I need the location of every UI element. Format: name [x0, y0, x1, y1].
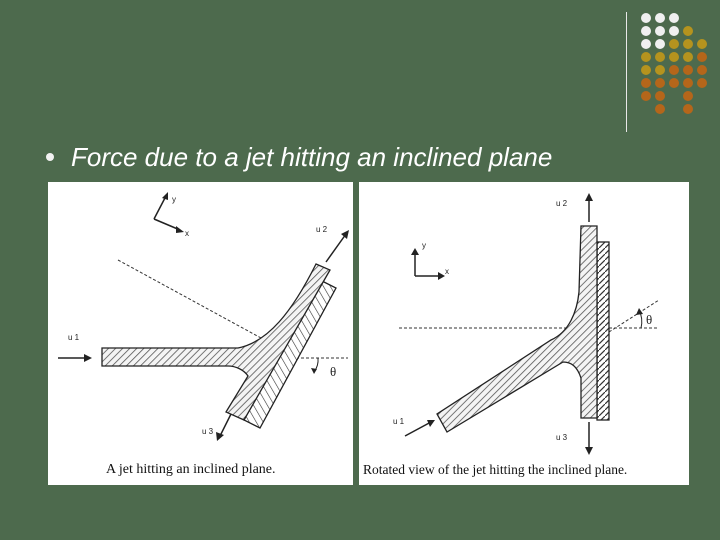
right-angle-label: θ — [646, 312, 652, 327]
left-up-flow-label: u 2 — [316, 225, 328, 234]
left-axis-x-label: x — [185, 229, 189, 238]
title-row: Force due to a jet hitting an inclined p… — [46, 140, 552, 174]
left-inflow-label: u 1 — [68, 333, 80, 342]
left-down-flow-label: u 3 — [202, 427, 214, 436]
left-figure-panel: y x u 1 u 2 u 3 θ A jet hitting an incli… — [48, 182, 353, 485]
slide-title: Force due to a jet hitting an inclined p… — [71, 141, 553, 172]
right-figure-diagram: y x u 1 u 2 u 3 θ — [393, 193, 660, 455]
left-figure-caption: A jet hitting an inclined plane. — [106, 462, 276, 477]
bullet-icon — [46, 153, 54, 161]
right-inflow-label: u 1 — [393, 417, 405, 426]
decorative-divider-line — [626, 12, 627, 132]
decorative-dot-grid — [641, 13, 707, 114]
right-axis-y-label: y — [422, 241, 426, 250]
right-figure-panel: y x u 1 u 2 u 3 θ Rotated view of the je… — [359, 182, 689, 485]
right-down-flow-label: u 3 — [556, 433, 568, 442]
left-angle-label: θ — [330, 364, 336, 379]
right-up-flow-label: u 2 — [556, 199, 568, 208]
right-axis-x-label: x — [445, 267, 449, 276]
left-figure-diagram: y x u 1 u 2 u 3 θ — [58, 192, 349, 441]
left-axis-y-label: y — [172, 195, 176, 204]
right-figure-caption: Rotated view of the jet hitting the incl… — [363, 462, 628, 477]
